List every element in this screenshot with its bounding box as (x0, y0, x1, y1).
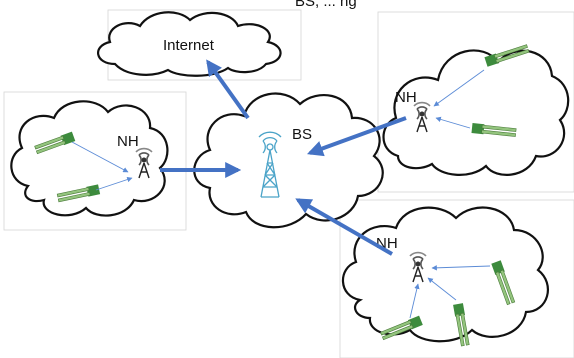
base-station-cloud (193, 92, 384, 229)
sensor-link-arrow (95, 176, 133, 191)
sensor-link-arrow (71, 141, 129, 173)
sensor-link-arrow (431, 265, 491, 271)
sensor-link-arrow (435, 116, 471, 129)
hub-bottom-to-bs-arrow (295, 198, 393, 256)
hub-left-label: NH (117, 133, 139, 150)
hub-left-cloud (10, 100, 169, 217)
sensor-link-arrow (433, 69, 485, 107)
hub-left-antenna-tower-icon (135, 147, 153, 179)
hub-right-label: NH (395, 89, 417, 106)
hub-bottom-sensor-2 (453, 303, 470, 347)
sensor-link-arrow (409, 283, 420, 319)
hub-left-sensor-2 (56, 184, 101, 203)
hub-right-cloud (382, 49, 570, 176)
base-station-label: BS (292, 126, 312, 143)
hub-right-to-bs-arrow (306, 116, 407, 157)
hub-right-antenna-tower-icon (413, 101, 431, 133)
internet-cloud (97, 11, 282, 77)
cell-tower-icon (258, 131, 282, 198)
hub-left-sensor-1 (34, 131, 76, 155)
hub-bottom-antenna-tower-icon (409, 251, 427, 283)
internet-label: Internet (163, 37, 215, 54)
sensor-link-arrow (427, 277, 457, 301)
hub-bottom-sensor-3 (380, 315, 423, 341)
bs-to-internet-arrow (206, 59, 250, 120)
hub-right-sensor-1 (484, 44, 530, 67)
hub-right-sensor-2 (471, 123, 517, 137)
hub-bottom-sensor-1 (491, 260, 516, 306)
hub-bottom-cloud (341, 206, 549, 343)
cropped-caption-text: BS, ... ng (295, 0, 357, 10)
